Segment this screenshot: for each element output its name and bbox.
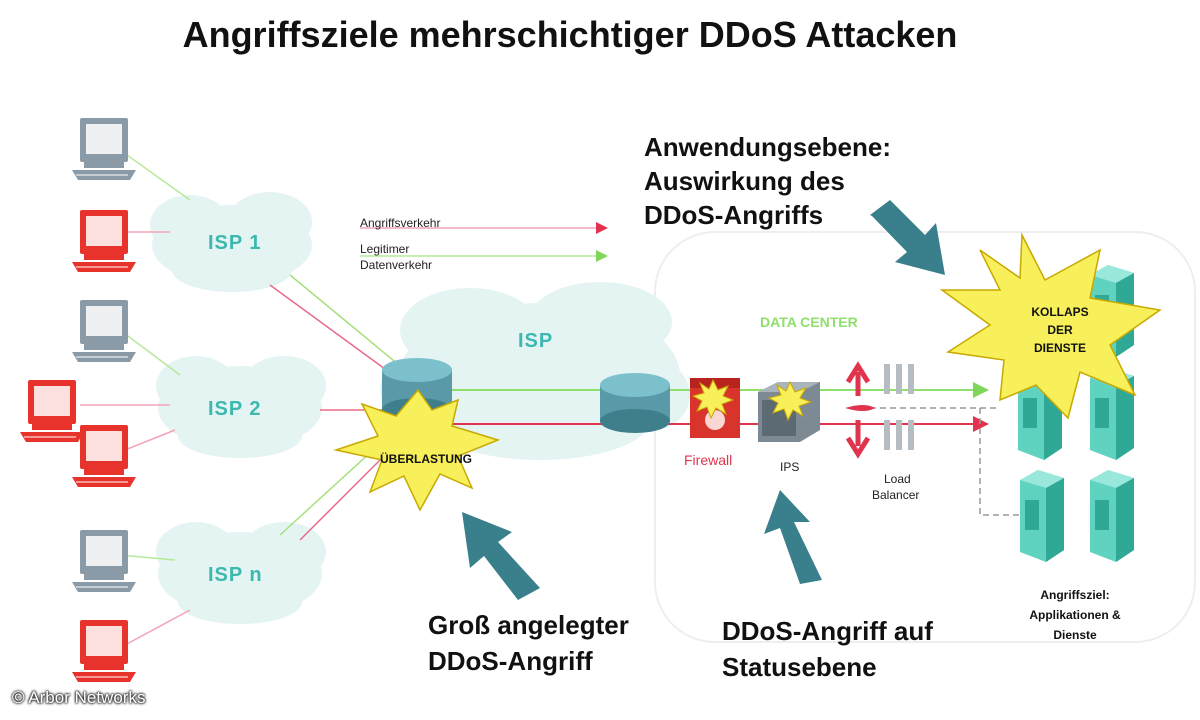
server-links (870, 407, 1040, 516)
load-balancer-icon (884, 364, 914, 450)
overload-label: ÜBERLASTUNG (380, 452, 472, 466)
caption-status-2: Statusebene (722, 652, 877, 682)
cloud-label-ispn: ISP n (208, 564, 263, 586)
legend-legit-label-2: Datenverkehr (360, 258, 433, 272)
caption-application-3: DDoS-Angriffs (644, 200, 824, 230)
pc-icon (72, 620, 136, 682)
pc-icon (72, 425, 136, 487)
ips-burst (767, 380, 813, 422)
target-label-2: Applikationen & (1029, 608, 1121, 622)
firewall-burst (691, 378, 735, 420)
arrow-application (870, 200, 945, 275)
router-icon-datacenter (600, 373, 670, 433)
arrow-large-ddos (462, 512, 540, 600)
pc-icon (72, 300, 136, 362)
pc-icon (72, 118, 136, 180)
caption-application-2: Auswirkung des (644, 166, 845, 196)
collapse-burst (939, 232, 1162, 420)
pointer-arrows (462, 200, 945, 600)
collapse-label-2: DER (1047, 323, 1073, 337)
pc-icon (72, 530, 136, 592)
cloud-label-isp1: ISP 1 (208, 232, 262, 254)
cloud-isp1 (150, 192, 312, 292)
legend-legit-label-1: Legitimer (360, 242, 410, 256)
load-balancer-label-2: Balancer (872, 488, 920, 502)
target-label-3: Dienste (1053, 628, 1097, 642)
caption-status-1: DDoS-Angriff auf (722, 616, 933, 646)
target-label-1: Angriffsziel: (1040, 588, 1110, 602)
data-center-label: DATA CENTER (760, 314, 858, 330)
collapse-label-1: KOLLAPS (1031, 305, 1089, 319)
caption-application-1: Anwendungsebene: (644, 132, 892, 162)
server-icon (1020, 470, 1064, 562)
collapse-label-3: DIENSTE (1033, 341, 1086, 355)
pc-icon (72, 210, 136, 272)
cloud-label-isp: ISP (518, 330, 554, 352)
caption-large-ddos-1: Groß angelegter (428, 610, 629, 640)
ips-label: IPS (780, 460, 800, 474)
diagram-title: Angriffsziele mehrschichtiger DDoS Attac… (182, 14, 958, 55)
pc-icon (20, 380, 84, 442)
cloud-ispn (156, 522, 326, 624)
server-icon (1090, 470, 1134, 562)
load-balancer-label-1: Load (884, 472, 911, 486)
caption-large-ddos-2: DDoS-Angriff (428, 646, 593, 676)
copyright-credit: © Arbor Networks (12, 688, 146, 707)
overload-burst (333, 388, 501, 512)
cloud-label-isp2: ISP 2 (208, 398, 262, 420)
legend-attack-label: Angriffsverkehr (360, 216, 441, 230)
firewall-label: Firewall (684, 452, 733, 468)
load-balancer-arrows (845, 361, 875, 459)
cloud-isp2 (156, 356, 326, 458)
arrow-status (764, 490, 822, 584)
